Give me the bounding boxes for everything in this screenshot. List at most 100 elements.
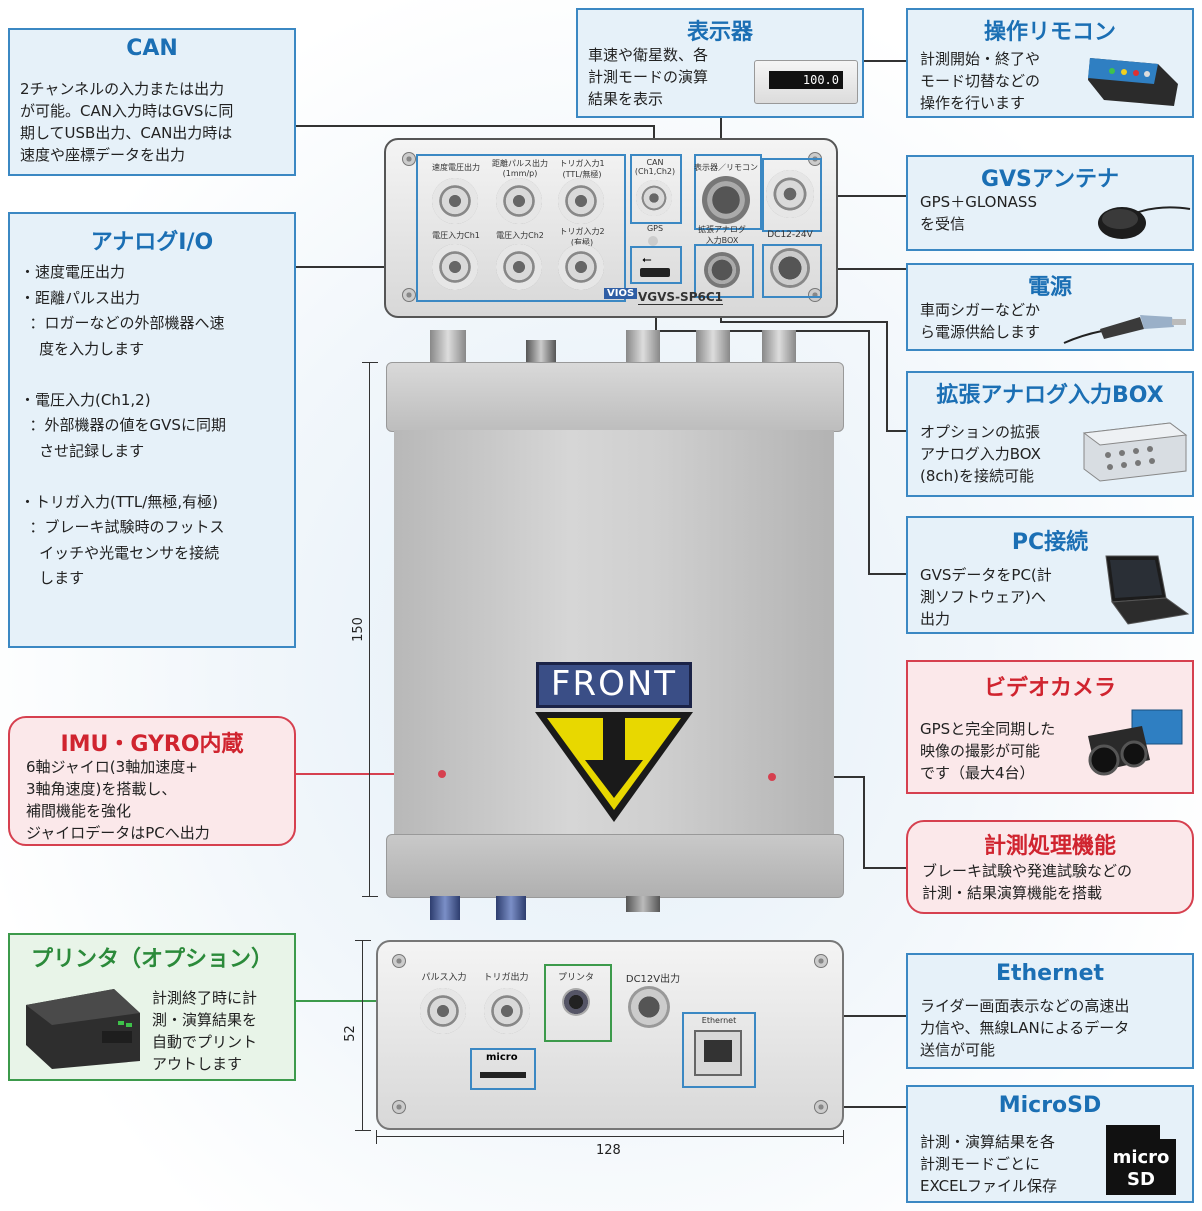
bnc-voltage1-connector <box>432 244 478 290</box>
analog-item: ・速度電圧出力 <box>20 263 126 281</box>
power-frame <box>762 244 822 298</box>
antenna-title: GVSアンテナ <box>980 167 1120 192</box>
label-trigger-in-2: トリガ入力2 (有極) <box>559 227 605 247</box>
analogbox-frame <box>694 244 754 298</box>
microsd-title: MicroSD <box>998 1093 1102 1118</box>
pc-title: PC接続 <box>1011 530 1089 555</box>
analog-item <box>20 464 226 490</box>
label-ethernet: Ethernet <box>701 1016 737 1025</box>
display-remote-connector <box>702 176 750 224</box>
microsd-slot-icon <box>480 1072 526 1078</box>
measure-text: ブレーキ試験や発進試験などの 計測・結果演算機能を搭載 <box>922 862 1133 902</box>
microsd-box: MicroSD 計測・演算結果を各 計測モードごとに EXCELファイル保存 m… <box>906 1085 1194 1203</box>
display-text: 車速や衛星数、各 計測モードの演算 結果を表示 <box>588 46 709 108</box>
microsd-slot-frame: micro <box>470 1048 536 1090</box>
dimension-150-label: 150 <box>350 617 366 642</box>
printer-title: プリンタ（オプション） <box>30 947 273 972</box>
label-trigger-out: トリガ出力 <box>483 973 529 983</box>
label-dc12-out: DC12V出力 <box>625 974 681 985</box>
pc-text: GVSデータをPC(計 測ソフトウェア)へ 出力 <box>920 566 1052 628</box>
dimension-128-label: 128 <box>596 1143 621 1158</box>
printer-box: プリンタ（オプション） 計測終了時に計 測・演算結果を 自動でプリント アウトし… <box>8 933 296 1081</box>
remote-box: 操作リモコン 計測開始・終了や モード切替などの 操作を行います <box>906 8 1194 118</box>
bnc-pulse-in-connector <box>420 988 466 1034</box>
brand-logo: VIOS <box>604 288 638 299</box>
ethernet-box: Ethernet ライダー画面表示などの高速出 力信や、無線LANによるデータ … <box>906 953 1194 1069</box>
antenna-text: GPS＋GLONASS を受信 <box>920 193 1037 233</box>
display-reading: 100.0 <box>802 73 839 87</box>
analogbox-title: 拡張アナログ入力BOX <box>936 383 1164 408</box>
video-camera-image <box>1088 709 1183 776</box>
microsd-logo-image: micro SD <box>1106 1125 1176 1195</box>
ethernet-text: ライダー画面表示などの高速出 力信や、無線LANによるデータ 送信が可能 <box>920 997 1130 1059</box>
label-dc-power: DC12-24V <box>767 230 813 240</box>
analog-item: します <box>20 569 85 587</box>
analogbox-box: 拡張アナログ入力BOX オプションの拡張 アナログ入力BOX (8ch)を接続可… <box>906 371 1194 497</box>
bottom-connectors-strip <box>426 896 806 920</box>
analog-title: アナログI/O <box>90 230 214 255</box>
imu-text: 6軸ジャイロ(3軸加速度+ 3軸角速度)を搭載し、 補間機能を強化 ジャイロデー… <box>26 758 210 842</box>
analog-item: 度を入力します <box>20 339 145 358</box>
analog-box-connector <box>704 252 740 288</box>
can-text: 2チャンネルの入力または出力 が可能。CAN入力時はGVSに同 期してUSB出力… <box>20 80 234 164</box>
label-voltage-in-2: 電圧入力Ch2 <box>496 231 544 240</box>
analog-item: ・電圧入力(Ch1,2) <box>20 390 151 409</box>
display-box: 表示器 車速や衛星数、各 計測モードの演算 結果を表示 100.0 <box>576 8 864 118</box>
printer-port-connector <box>562 988 590 1016</box>
measure-box: 計測処理機能 ブレーキ試験や発進試験などの 計測・結果演算機能を搭載 <box>906 820 1194 914</box>
usb-symbol-icon: ⭠ <box>642 252 652 266</box>
bottom-connector-panel: パルス入力 トリガ出力 プリンタ DC12V出力 Ethernet micro <box>376 940 844 1130</box>
display-unit-image: 100.0 <box>754 60 858 104</box>
screw-icon <box>814 1100 828 1114</box>
video-box: ビデオカメラ GPSと完全同期した 映像の撮影が可能 です（最大4台） <box>906 660 1194 794</box>
label-can: CAN (Ch1,Ch2) <box>634 158 676 176</box>
power-title: 電源 <box>1027 275 1072 300</box>
bnc-trigger2-connector <box>558 244 604 290</box>
can-box: CAN 2チャンネルの入力または出力 が可能。CAN入力時はGVSに同 期してU… <box>8 28 296 176</box>
dimension-52-label: 52 <box>342 1025 358 1042</box>
svg-text:SD: SD <box>1127 1169 1155 1190</box>
label-distance-pulse-out: 距離パルス出力 (1mm/p) <box>492 159 548 178</box>
printer-port-frame <box>544 964 612 1042</box>
label-speed-voltage-out: 速度電圧出力 <box>432 163 480 172</box>
screw-icon <box>392 1100 406 1114</box>
power-text: 車両シガーなどか ら電源供給します <box>920 301 1041 341</box>
analog-item: ：外部機器の値をGVSに同期 <box>20 416 226 434</box>
measure-title: 計測処理機能 <box>983 834 1116 859</box>
analog-item: ：ブレーキ試験時のフットス <box>20 518 225 536</box>
can-title: CAN <box>126 36 178 61</box>
analog-io-frame <box>416 154 626 302</box>
label-gps: GPS <box>646 224 664 233</box>
top-cap <box>386 362 844 432</box>
analog-box: アナログI/O ・速度電圧出力・距離パルス出力 ：ロガーなどの外部機器へ速 度を… <box>8 212 296 836</box>
label-voltage-in-1: 電圧入力Ch1 <box>432 231 480 240</box>
analog-item: ・トリガ入力(TTL/無極,有極) <box>20 492 218 511</box>
front-arrow-icon <box>535 712 693 822</box>
antenna-image <box>1098 206 1191 239</box>
bnc-trigger1-connector <box>558 178 604 224</box>
remote-title: 操作リモコン <box>983 20 1116 45</box>
label-analog-box: 拡張アナログ 入力BOX <box>698 225 746 245</box>
antenna-frame <box>762 158 822 232</box>
bnc-trigger-out-connector <box>484 988 530 1034</box>
dc-power-connector <box>770 248 810 288</box>
analog-item-list: ・速度電圧出力・距離パルス出力 ：ロガーなどの外部機器へ速 度を入力します・電圧… <box>20 260 226 592</box>
display-screen: 100.0 <box>769 71 843 89</box>
imu-marker-dot <box>438 770 446 778</box>
pc-box: PC接続 GVSデータをPC(計 測ソフトウェア)へ 出力 <box>906 516 1194 634</box>
analogbox-image <box>1082 422 1188 482</box>
top-connectors-strip <box>426 330 806 364</box>
microsd-slot-logo: micro <box>486 1052 518 1063</box>
label-printer: プリンタ <box>557 973 594 983</box>
bottom-cap <box>386 834 844 898</box>
video-title: ビデオカメラ <box>983 676 1116 701</box>
analog-item: イッチや光電センサを接続 <box>20 543 220 562</box>
ethernet-port-frame: Ethernet <box>682 1012 756 1088</box>
gps-led-icon <box>648 236 658 246</box>
remote-text: 計測開始・終了や モード切替などの 操作を行います <box>920 50 1041 112</box>
can-frame <box>630 154 682 224</box>
remote-image <box>1088 58 1178 106</box>
usb-frame <box>630 246 682 284</box>
display-title: 表示器 <box>686 20 753 45</box>
bnc-speed-voltage-connector <box>432 178 478 224</box>
